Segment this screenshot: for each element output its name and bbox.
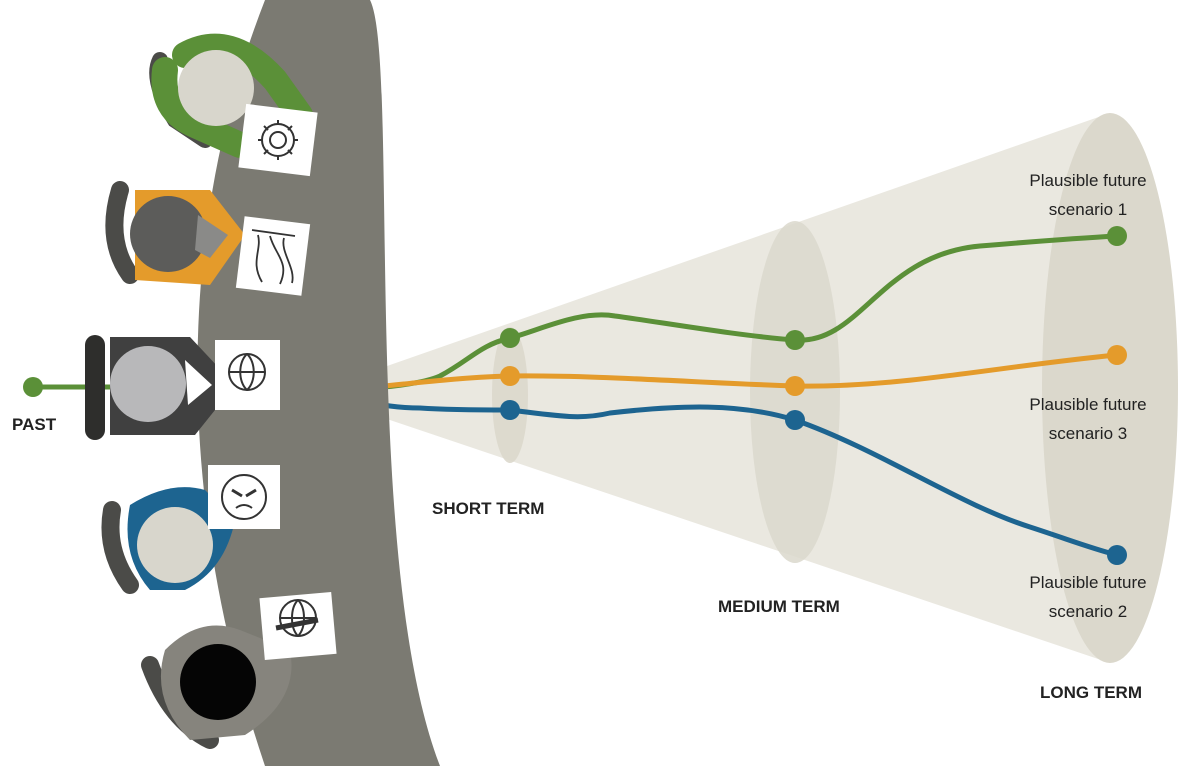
past-marker xyxy=(23,377,43,397)
person-dark xyxy=(85,335,235,440)
table xyxy=(197,0,440,766)
diverging-arrows-icon xyxy=(251,229,296,285)
medium-term-label: MEDIUM TERM xyxy=(718,597,840,616)
globe-thermometer-icon xyxy=(275,599,319,637)
s2-medium-marker xyxy=(785,410,805,430)
scenario-3-line xyxy=(309,352,1118,396)
globe-gear-icon xyxy=(228,353,266,391)
scenario-3-label-line2: scenario 3 xyxy=(1049,424,1127,443)
person-orange xyxy=(105,181,245,285)
s1-short-marker xyxy=(500,328,520,348)
person-green xyxy=(149,33,313,158)
s1-long-marker xyxy=(1107,226,1127,246)
s3-long-marker xyxy=(1107,345,1127,365)
scenario-1-label-line2: scenario 1 xyxy=(1049,200,1127,219)
time-cone xyxy=(310,113,1110,663)
s1-medium-marker xyxy=(785,330,805,350)
long-term-ring xyxy=(1042,113,1178,663)
globe-thermometer-card xyxy=(259,591,337,661)
person-grey xyxy=(141,625,292,749)
globe-gear-card xyxy=(215,340,280,410)
long-term-label: LONG TERM xyxy=(1040,683,1142,702)
scenario-2-label-line1: Plausible future xyxy=(1029,573,1146,592)
s3-medium-marker xyxy=(785,376,805,396)
gear-card xyxy=(238,103,318,177)
short-term-label: SHORT TERM xyxy=(432,499,544,518)
person-blue xyxy=(101,487,235,594)
scenario-3-label-line1: Plausible future xyxy=(1029,395,1146,414)
scenario-1-line xyxy=(309,233,1118,396)
past-label: PAST xyxy=(12,415,57,434)
s2-long-marker xyxy=(1107,545,1127,565)
diverging-arrows-card xyxy=(235,216,311,296)
face-icon xyxy=(221,474,267,520)
s3-short-marker xyxy=(500,366,520,386)
scenario-2-line xyxy=(309,390,1118,558)
scenario-2-label-line2: scenario 2 xyxy=(1049,602,1127,621)
face-card xyxy=(208,465,280,529)
scenario-1-label-line1: Plausible future xyxy=(1029,171,1146,190)
s2-short-marker xyxy=(500,400,520,420)
short-term-ring xyxy=(492,327,528,463)
gear-icon xyxy=(258,120,298,160)
